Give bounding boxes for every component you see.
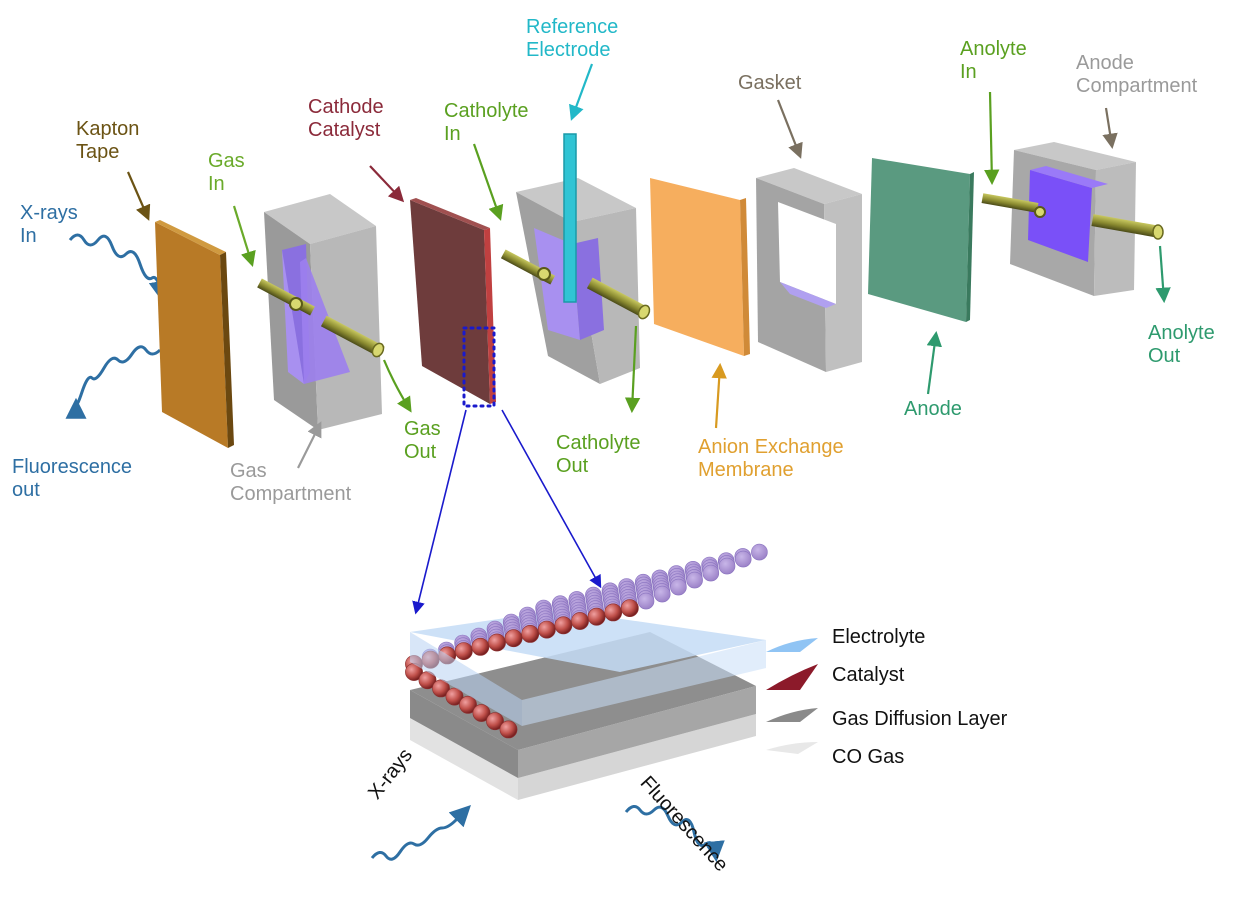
catalyst-bead — [734, 550, 752, 568]
label-catalyst: Catalyst — [832, 664, 905, 686]
catalyst-bead — [554, 616, 573, 635]
gas-out-arrow — [382, 359, 412, 413]
catalyst-bead — [670, 578, 687, 596]
catalyst-bead — [702, 564, 720, 582]
catalyst-bead — [486, 712, 504, 731]
catholyte-out-arrow — [624, 325, 641, 414]
xray-in-wave — [68, 233, 170, 303]
zoom-line-left — [412, 409, 467, 615]
anode-arrow — [926, 330, 943, 395]
catalyst-bead — [432, 679, 450, 698]
zoom-region-box — [462, 326, 496, 408]
gasket-frame — [756, 168, 862, 372]
catalyst-bead — [718, 557, 736, 575]
label-electrolyte: Electrolyte — [832, 626, 926, 648]
catholyte-out-tube — [586, 277, 651, 320]
anode-sheet — [868, 158, 974, 322]
catalyst-bead — [620, 599, 639, 618]
catalyst-bead — [521, 625, 540, 643]
anolyte-in-tube — [981, 193, 1039, 213]
catalyst-bead — [571, 612, 589, 630]
catalyst-bead — [454, 642, 473, 661]
gas-diffusion-layer-arrow — [766, 708, 818, 722]
catholyte-port — [537, 267, 551, 281]
catalyst-bead — [445, 687, 464, 706]
electrolyte-arrow — [766, 638, 818, 652]
anolyte-out-tube — [1091, 214, 1164, 240]
label-co-gas: CO Gas — [832, 746, 905, 768]
gas-compartment-arrow — [297, 421, 322, 469]
gas-in-arrow — [232, 205, 256, 267]
xrays-wave — [370, 805, 471, 861]
catalyst-bead — [537, 620, 556, 639]
catalyst-bead — [653, 585, 671, 603]
catholyte-compartment-frame — [516, 178, 640, 384]
catalyst-bead — [751, 543, 768, 561]
kapton-tape-arrow — [126, 171, 151, 221]
label-gas-diffusion-layer: Gas Diffusion Layer — [832, 708, 1008, 730]
fluorescence-wave — [624, 805, 725, 863]
anolyte-in-arrow — [984, 91, 1000, 186]
reference-electrode-arrow — [569, 63, 594, 121]
gas-out-tube — [320, 315, 385, 358]
catalyst-bead — [499, 720, 518, 739]
catalyst-arrow — [766, 664, 818, 690]
catalyst-bead — [459, 695, 477, 714]
catalyst-bead — [504, 629, 523, 648]
fluorescence-out-wave — [65, 345, 162, 419]
zoom-line-right — [501, 409, 602, 589]
catalyst-bead — [637, 592, 655, 610]
electrolyte-front — [410, 632, 766, 726]
gasket-arrow — [776, 99, 803, 159]
reference-electrode-rod — [563, 133, 577, 303]
kapton-tape-sheet — [155, 220, 234, 448]
gas-compartment-frame — [264, 194, 382, 430]
cathode-catalyst-sheet — [410, 198, 496, 404]
label-gasket: Gasket — [738, 72, 802, 94]
catalyst-bead — [686, 571, 703, 589]
anolyte-out-arrow — [1155, 245, 1171, 304]
cathode-catalyst-arrow — [369, 165, 405, 203]
catalyst-bead — [471, 637, 490, 656]
catalyst-bead — [587, 607, 606, 626]
anolyte-port — [1034, 206, 1046, 218]
anode-compartment-frame — [1010, 142, 1136, 296]
label-anode: Anode — [904, 398, 962, 420]
catalyst-bead — [604, 603, 623, 622]
catalyst-bead-array — [405, 543, 768, 739]
anion-exchange-membrane-arrow — [711, 362, 727, 429]
anion-exchange-membrane-sheet — [650, 178, 750, 356]
co-gas-arrow — [766, 742, 818, 754]
catalyst-bead — [488, 633, 506, 652]
catholyte-in-arrow — [472, 143, 504, 221]
catalyst-bead — [472, 704, 491, 722]
gas-port — [289, 297, 303, 311]
anode-compartment-arrow — [1102, 107, 1118, 150]
